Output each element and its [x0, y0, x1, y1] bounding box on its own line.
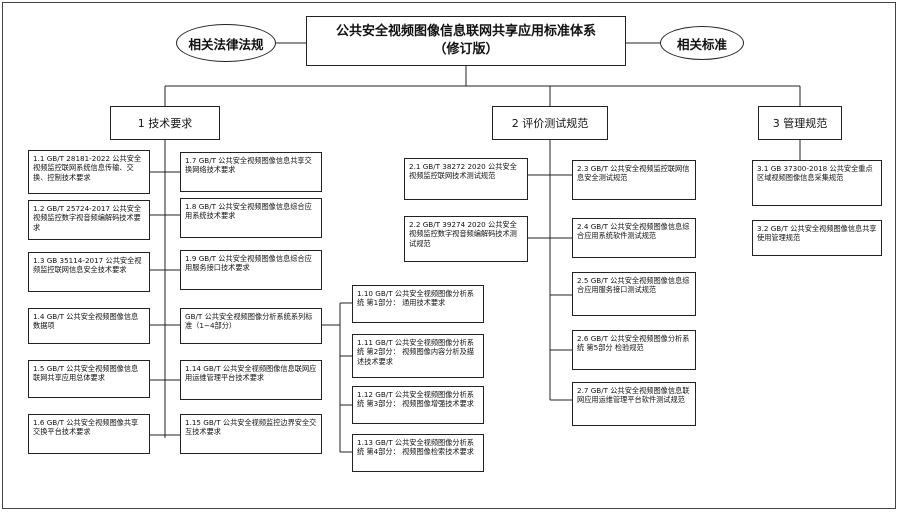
standard-box: 1.7 GB/T 公共安全视频图像信息共享交换网络技术要求 — [180, 152, 322, 192]
standard-box: 2.6 GB/T 公共安全视频图像分析系统 第5部分 检验规范 — [572, 330, 696, 370]
category-technical-requirements: 1 技术要求 — [110, 106, 220, 140]
standard-box: 1.15 GB/T 公共安全视频监控边界安全交互技术要求 — [180, 414, 322, 454]
standard-box: 1.6 GB/T 公共安全视频图像共享交换平台技术要求 — [28, 414, 150, 454]
diagram-title: 公共安全视频图像信息联网共享应用标准体系 （修订版） — [306, 16, 626, 66]
standard-box: 2.4 GB/T 公共安全视频图像信息综合应用系统软件测试规范 — [572, 218, 696, 258]
standard-box: 1.1 GB/T 28181-2022 公共安全视频监控联网系统信息传输、交换、… — [28, 150, 150, 194]
standard-box: 1.2 GB/T 25724-2017 公共安全视频监控数字视音频编解码技术要求 — [28, 200, 150, 240]
standard-box: 1.12 GB/T 公共安全视频图像分析系统 第3部分： 视频图像增强技术要求 — [352, 386, 484, 424]
standard-box: 3.2 GB/T 公共安全视频图像信息共享使用管理规范 — [752, 220, 882, 256]
standard-box: 1.13 GB/T 公共安全视频图像分析系统 第4部分： 视频图像检索技术要求 — [352, 434, 484, 472]
related-standards-ellipse: 相关标准 — [660, 26, 744, 60]
standard-box: 2.5 GB/T 公共安全视频图像信息综合应用服务接口测试规范 — [572, 272, 696, 316]
standard-box: 1.10 GB/T 公共安全视频图像分析系统 第1部分： 通用技术要求 — [352, 285, 484, 323]
related-laws-ellipse: 相关法律法规 — [176, 24, 276, 62]
standard-box: 1.14 GB/T 公共安全视频图像信息联网应用运维管理平台技术要求 — [180, 360, 322, 400]
standard-box: GB/T 公共安全视频图像分析系统系列标准（1~4部分） — [180, 308, 322, 344]
standard-box: 2.3 GB/T 公共安全视频监控联网信息安全测试规范 — [572, 160, 696, 200]
standard-box: 1.4 GB/T 公共安全视频图像信息数据项 — [28, 308, 150, 344]
standard-box: 2.1 GB/T 38272 2020 公共安全视频监控联网技术测试规范 — [404, 158, 528, 200]
standard-box: 1.8 GB/T 公共安全视频图像信息综合应用系统技术要求 — [180, 198, 322, 238]
standard-box: 1.9 GB/T 公共安全视频图像信息综合应用服务接口技术要求 — [180, 250, 322, 290]
standard-box: 1.11 GB/T 公共安全视频图像分析系统 第2部分： 视频图像内容分析及描述… — [352, 334, 484, 378]
standard-box: 2.2 GB/T 39274 2020 公共安全视频监控数字视音频编解码技术测试… — [404, 216, 528, 262]
standard-box: 3.1 GB 37300-2018 公共安全重点区域视频图像信息采集规范 — [752, 160, 882, 206]
standard-box: 1.5 GB/T 公共安全视频图像信息联网共享应用总体要求 — [28, 360, 150, 398]
category-evaluation-testing: 2 评价测试规范 — [492, 106, 608, 140]
standard-box: 1.3 GB 35114-2017 公共安全视频监控联网信息安全技术要求 — [28, 252, 150, 292]
standard-box: 2.7 GB/T 公共安全视频图像信息联网应用运维管理平台软件测试规范 — [572, 382, 696, 426]
category-management: 3 管理规范 — [758, 106, 842, 140]
